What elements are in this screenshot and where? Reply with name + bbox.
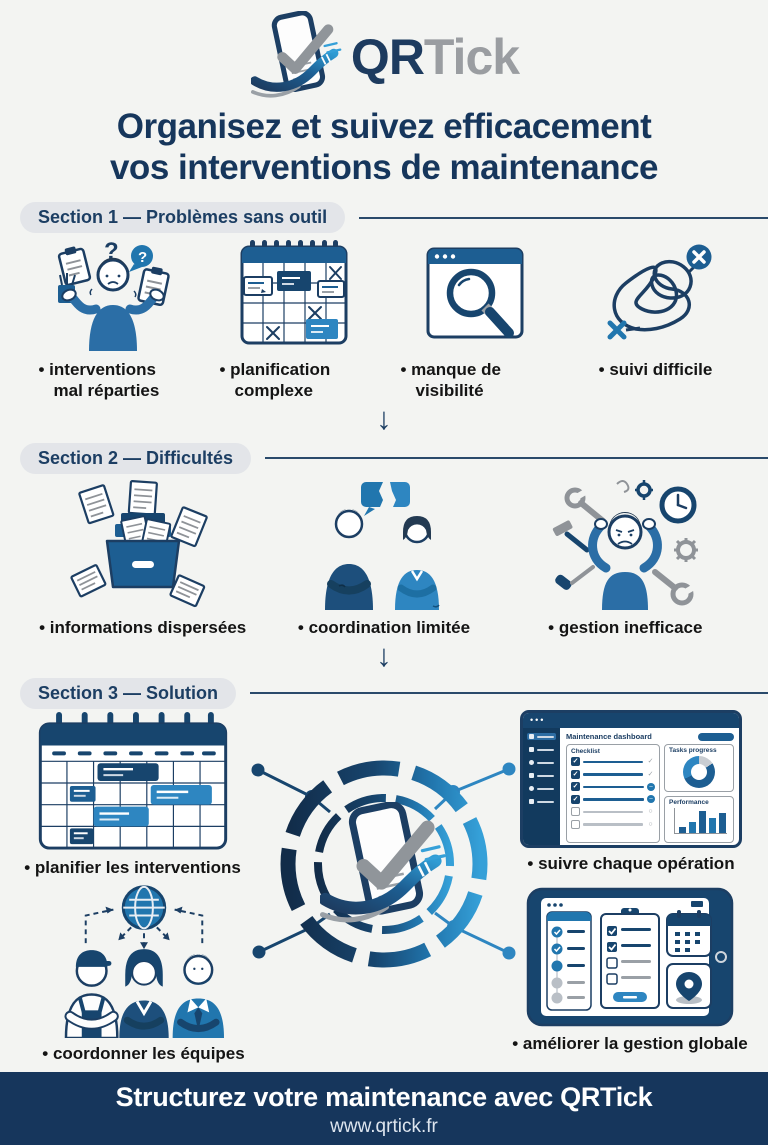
bar-chart-icon [674, 807, 727, 834]
item-label: • planifier les interventions [24, 858, 241, 878]
section-2-header: Section 2 — Difficultés [0, 441, 768, 475]
item-manque-de-visibilite: • manque de visibilité [384, 235, 565, 402]
complex-calendar-icon [240, 239, 347, 345]
page-title-line2: vos interventions de maintenance [109, 148, 659, 188]
scattered-documents-icon [70, 480, 208, 608]
footer-banner: Structurez votre maintenance avec QRTick… [0, 1072, 768, 1145]
circle-icon: ○ [648, 820, 653, 828]
footer-website: www.qrtick.fr [330, 1116, 438, 1137]
item-coordination-limitee: • coordination limitée [263, 475, 504, 638]
window-dots-icon: ••• [530, 715, 546, 726]
dashboard-title: Maintenance dashboard [566, 732, 652, 742]
item-suivre-chaque-operation: ••• Maintenance dashboard [516, 710, 746, 874]
item-label: • informations dispersées [39, 618, 247, 638]
search-window-icon [426, 247, 523, 339]
item-label: • coordonner les équipes [42, 1044, 245, 1064]
checkbox-checked-icon: ✓ [571, 769, 580, 779]
item-label: • suivre chaque opération [527, 854, 735, 874]
overwhelmed-person-icon [553, 480, 699, 611]
dashboard-sidebar [523, 728, 560, 846]
logo-header: QRTick [0, 0, 768, 104]
brand-tick: Tick [423, 29, 520, 85]
checkbox-empty-icon [571, 819, 580, 829]
dashboard-checklist-panel: Checklist ✓ ✓ ✓ ✓ ✓ – ✓ – ○ ○ [566, 744, 660, 844]
item-suivi-difficile: • suivi difficile [565, 235, 746, 402]
section-2-title: Section 2 — Difficultés [20, 442, 252, 474]
down-arrow-icon: ↓ [376, 638, 392, 674]
section-3-title: Section 3 — Solution [20, 677, 237, 709]
progress-title: Tasks progress [669, 747, 717, 755]
checkbox-checked-icon: ✓ [571, 757, 580, 767]
performance-title: Performance [669, 798, 709, 806]
minus-badge-icon: – [647, 782, 655, 791]
item-label: • interventions mal réparties [38, 359, 160, 400]
section-2-rule [265, 457, 768, 460]
item-coordonner-les-equipes: • coordonner les équipes [36, 878, 251, 1064]
section-1-title: Section 1 — Problèmes sans outil [20, 202, 346, 234]
flow-arrow-1: ↓ [0, 401, 768, 437]
item-planifier-les-interventions: • planifier les interventions [24, 712, 241, 878]
tablet-management-icon [526, 888, 734, 1027]
item-planification-complexe: • planification complexe [203, 235, 384, 402]
section-1-items: ? ? [0, 235, 768, 402]
minus-badge-icon: – [647, 795, 655, 804]
solution-diagram: • planifier les interventions ••• [0, 710, 768, 1066]
item-gestion-inefficace: • gestion inefficace [505, 475, 746, 638]
item-interventions-mal-reparties: ? ? [22, 235, 203, 402]
circle-icon: ○ [648, 808, 653, 816]
donut-chart-icon [683, 756, 715, 789]
svg-text:?: ? [138, 249, 147, 266]
check-icon: ✓ [647, 770, 654, 778]
section-3-header: Section 3 — Solution [0, 676, 768, 710]
section-2-items: • informations dispersées [0, 475, 768, 638]
checkbox-checked-icon: ✓ [571, 794, 580, 804]
item-label: • planification complexe [219, 359, 331, 400]
item-informations-dispersees: • informations dispersées [22, 475, 263, 638]
brand-name: QRTick [350, 28, 520, 86]
down-arrow-icon: ↓ [376, 401, 392, 437]
qrtick-network-hub-icon [251, 760, 516, 968]
planning-calendar-icon [38, 712, 227, 850]
confused-person-icon: ? ? [57, 239, 170, 351]
broken-communication-icon [324, 482, 440, 611]
brand-qr: QR [350, 29, 425, 85]
qrtick-logo-icon [249, 11, 345, 103]
item-label: • coordination limitée [297, 618, 471, 638]
tangled-path-icon [607, 244, 711, 340]
check-icon: ✓ [647, 758, 654, 766]
checkbox-empty-icon [571, 807, 580, 817]
team-coordination-icon [63, 885, 224, 1039]
page-title-line1: Organisez et suivez efficacement [116, 107, 652, 146]
dashboard-window-icon: ••• Maintenance dashboard [520, 710, 742, 849]
footer-tagline: Structurez votre maintenance avec QRTick [115, 1082, 653, 1112]
section-1-header: Section 1 — Problèmes sans outil [0, 201, 768, 235]
dashboard-titlebar: ••• [523, 713, 739, 729]
dashboard-progress-panel: Tasks progress [664, 744, 734, 792]
checklist-title: Checklist [571, 748, 600, 756]
section-3-rule [250, 692, 768, 695]
item-label: • gestion inefficace [548, 618, 703, 638]
page-title: Organisez et suivez efficacement vos int… [0, 106, 768, 189]
item-label: • manque de visibilité [400, 359, 501, 400]
dashboard-performance-panel: Performance [664, 795, 734, 844]
item-label: • améliorer la gestion globale [512, 1034, 748, 1054]
item-label: • suivi difficile [598, 359, 713, 379]
item-ameliorer-la-gestion-globale: • améliorer la gestion globale [512, 886, 748, 1054]
checkbox-checked-icon: ✓ [571, 782, 580, 792]
dashboard-button [698, 732, 734, 741]
section-1-rule [359, 216, 768, 219]
flow-arrow-2: ↓ [0, 638, 768, 674]
